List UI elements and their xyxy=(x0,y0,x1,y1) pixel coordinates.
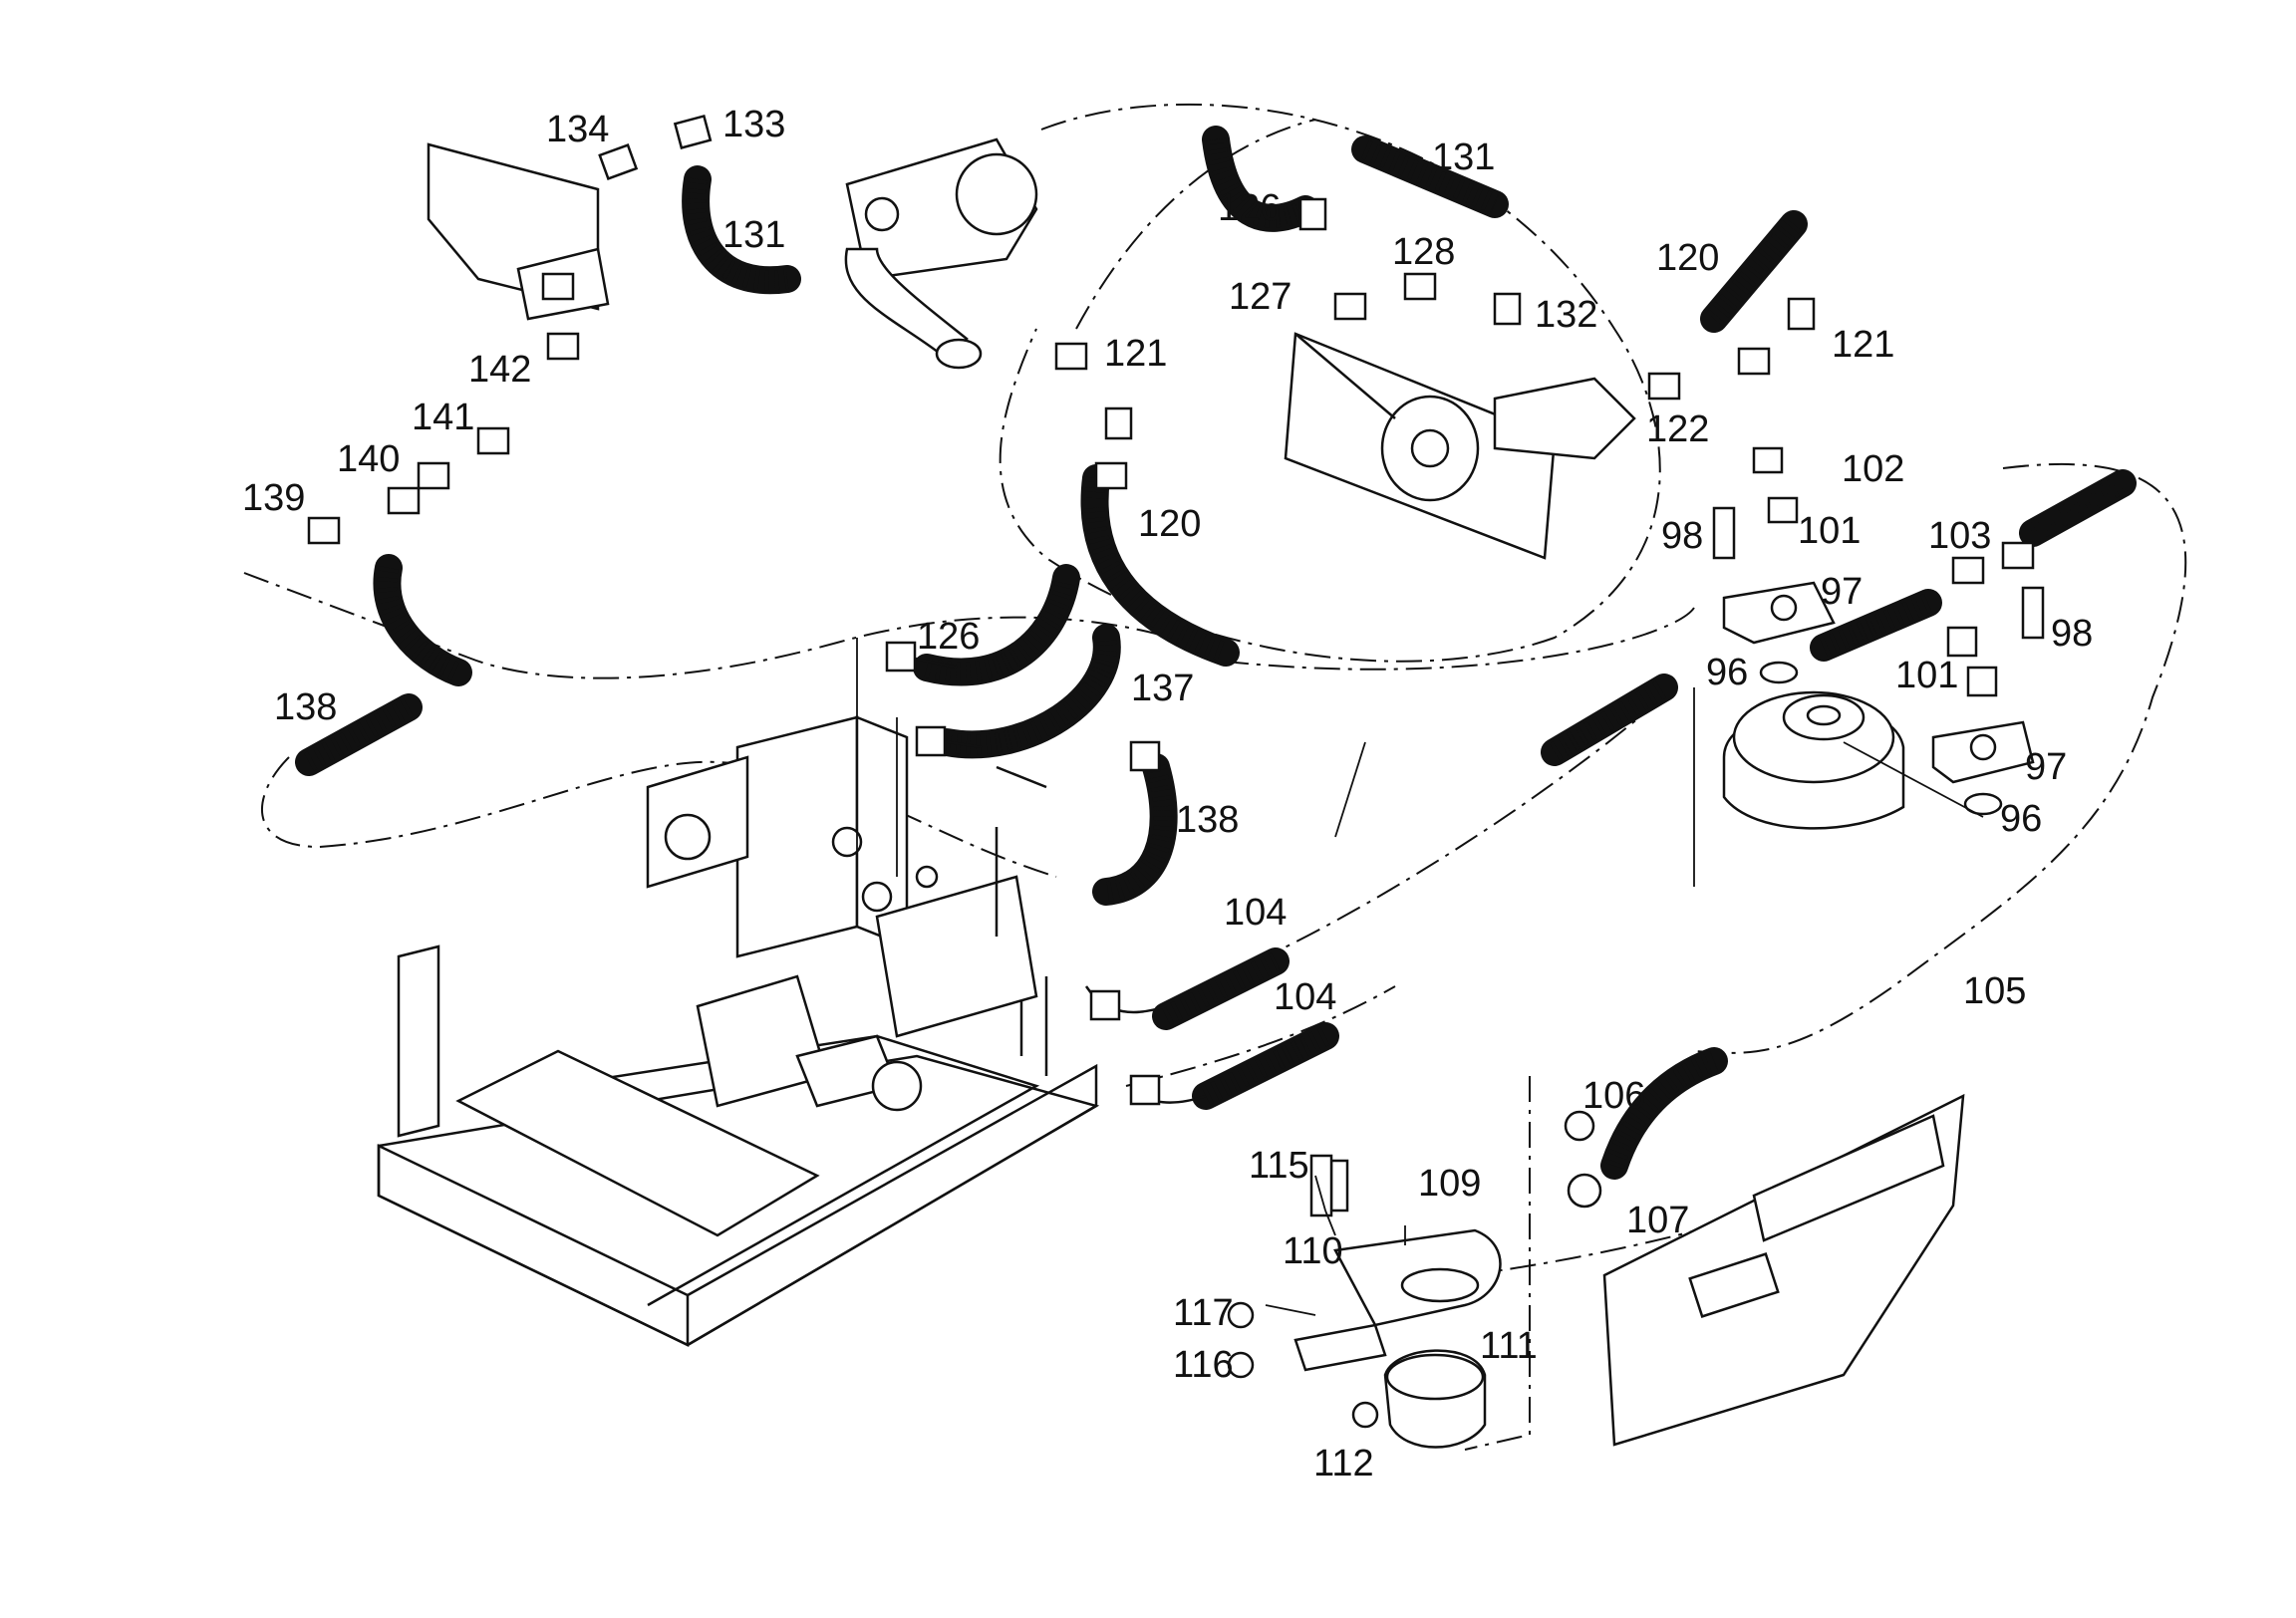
label-102: 102 xyxy=(1842,448,1904,490)
label-128: 128 xyxy=(1392,231,1455,273)
label-96-top: 96 xyxy=(1706,652,1748,693)
label-127: 127 xyxy=(1229,276,1292,318)
label-110: 110 xyxy=(1283,1230,1343,1272)
label-117: 117 xyxy=(1173,1292,1234,1334)
label-141: 141 xyxy=(412,397,474,438)
label-137: 137 xyxy=(1131,668,1194,709)
label-111: 111 xyxy=(1480,1325,1538,1367)
label-97-right: 97 xyxy=(2025,746,2067,788)
label-138-mid: 138 xyxy=(1176,799,1239,841)
outline-center-loop xyxy=(1255,686,1675,962)
label-120-top: 120 xyxy=(1656,237,1719,279)
label-126-top: 126 xyxy=(1218,187,1281,229)
pump-motor xyxy=(844,137,1038,370)
label-103: 103 xyxy=(1928,515,1991,557)
label-106: 106 xyxy=(1582,1075,1645,1117)
base-frame xyxy=(377,944,1100,1347)
hoses xyxy=(295,126,2137,1180)
gauge-assembly xyxy=(1227,1110,1602,1449)
label-140: 140 xyxy=(337,438,400,480)
upper-left-bracket xyxy=(427,142,610,321)
flange-plates xyxy=(1722,581,2035,784)
label-139: 139 xyxy=(242,477,305,519)
rotary-flange xyxy=(1722,690,1905,830)
label-133: 133 xyxy=(722,104,785,145)
label-131-top: 131 xyxy=(1432,136,1495,178)
label-97-top: 97 xyxy=(1821,571,1863,613)
label-101-top: 101 xyxy=(1798,510,1861,552)
label-104-bottom: 104 xyxy=(1274,976,1336,1018)
outline-upper-right-link xyxy=(1075,119,1316,330)
tubes-fittings xyxy=(307,114,2045,1106)
label-98-right: 98 xyxy=(2051,613,2093,655)
o-rings xyxy=(1759,661,2003,816)
label-112: 112 xyxy=(1313,1443,1374,1484)
pulley-motor xyxy=(1284,332,1636,560)
label-115: 115 xyxy=(1249,1145,1309,1187)
label-132: 132 xyxy=(1535,294,1597,336)
label-107: 107 xyxy=(1626,1200,1689,1241)
label-116: 116 xyxy=(1173,1344,1234,1386)
label-142: 142 xyxy=(468,349,531,391)
label-121-right: 121 xyxy=(1832,324,1894,366)
outline-upper xyxy=(999,103,1661,663)
label-120-mid: 120 xyxy=(1138,503,1201,545)
label-138-left: 138 xyxy=(274,686,337,728)
label-109: 109 xyxy=(1418,1163,1481,1205)
label-121-mid: 121 xyxy=(1104,333,1167,375)
outline-gauge-bracket xyxy=(1464,1076,1531,1451)
label-122: 122 xyxy=(1646,408,1709,450)
label-131-left: 131 xyxy=(722,214,785,256)
label-126-mid: 126 xyxy=(917,616,980,658)
label-105: 105 xyxy=(1963,970,2026,1012)
label-98-left: 98 xyxy=(1661,515,1703,557)
label-134: 134 xyxy=(546,109,609,150)
label-104-top: 104 xyxy=(1224,892,1287,934)
instrument-panel xyxy=(1602,1093,1965,1447)
outline-left-loop xyxy=(243,572,1695,679)
outline-right-long xyxy=(1693,462,2187,1054)
leader-lines xyxy=(856,638,1984,1316)
valve-block xyxy=(646,715,1038,1112)
outline-lower-mid xyxy=(1125,985,1396,1087)
label-96-right: 96 xyxy=(2000,798,2042,840)
part-labels: 134 133 131 131 126 128 127 132 120 121 … xyxy=(242,104,2093,1484)
label-101-mid: 101 xyxy=(1895,655,1958,696)
